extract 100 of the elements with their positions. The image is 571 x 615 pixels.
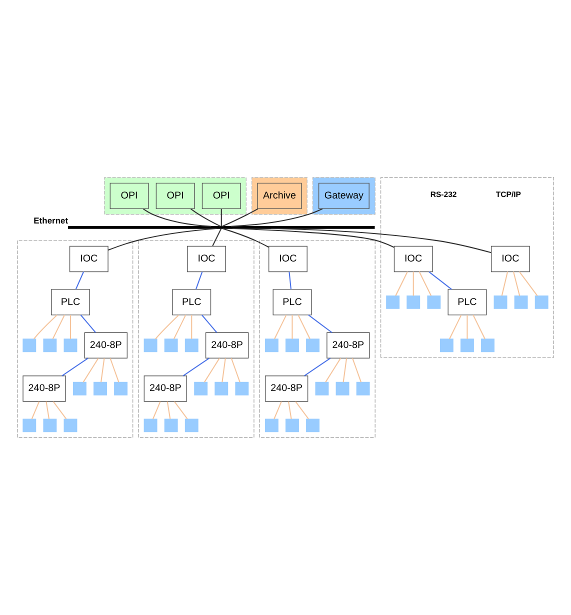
connector (174, 401, 188, 420)
node-box (72, 382, 86, 396)
node-box: PLC (272, 289, 312, 316)
connector (62, 358, 88, 376)
connector (82, 358, 99, 382)
node-box (264, 338, 278, 352)
node-box (114, 382, 128, 396)
node-box (184, 338, 198, 352)
node-box (22, 338, 36, 352)
node-box: OPI (202, 182, 241, 210)
connector (325, 358, 342, 382)
cluster (138, 240, 254, 438)
node-box (235, 382, 249, 396)
node-box (306, 338, 320, 352)
node-box (494, 295, 508, 309)
node-box: 240-8P (144, 376, 188, 402)
node-box: PLC (172, 289, 212, 316)
connector (182, 358, 210, 376)
node-box: IOC (69, 246, 108, 272)
node-box (286, 418, 299, 432)
cluster (259, 240, 376, 438)
connector (304, 358, 331, 376)
label: TCP/IP (496, 190, 521, 200)
node-box (286, 338, 299, 352)
connector (212, 228, 222, 246)
connector (31, 401, 40, 420)
connector (412, 272, 414, 296)
connector (152, 401, 161, 420)
node-box: PLC (51, 289, 90, 316)
connector (472, 314, 486, 340)
connector (52, 314, 66, 340)
connector (173, 314, 186, 340)
connector (222, 358, 226, 382)
node-bar (68, 226, 375, 229)
connector (155, 314, 180, 340)
node-box (184, 418, 198, 432)
node-box (43, 338, 57, 352)
connector (519, 271, 538, 296)
connector (222, 208, 258, 227)
node-box: Archive (257, 182, 302, 210)
connector (201, 314, 218, 333)
connector (342, 358, 348, 382)
node-box: 240-8P (84, 332, 128, 358)
cluster (104, 177, 247, 215)
node-box: OPI (110, 182, 149, 210)
connector (271, 228, 492, 254)
connector (308, 314, 332, 334)
node-box (427, 295, 441, 309)
node-box: 240-8P (326, 332, 370, 358)
connector (418, 272, 432, 296)
node-box (64, 338, 78, 352)
node-box (534, 295, 548, 309)
node-box (514, 295, 528, 309)
node-box (164, 418, 178, 432)
connector (108, 228, 217, 251)
connector (222, 228, 269, 248)
connector (298, 314, 310, 340)
connector (46, 401, 50, 420)
node-box (94, 382, 107, 396)
node-box (164, 338, 178, 352)
connector (512, 272, 520, 296)
node-box (336, 382, 350, 396)
connector (190, 208, 221, 227)
node-box (22, 418, 36, 432)
node-box: 240-8P (264, 376, 308, 402)
node-box (306, 418, 320, 432)
connector (295, 401, 309, 420)
connector (501, 272, 508, 296)
connector (230, 358, 240, 382)
node-box (214, 382, 228, 396)
connector (80, 314, 96, 333)
node-box: IOC (187, 246, 226, 272)
label: RS-232 (430, 190, 457, 200)
connector (204, 358, 220, 382)
cluster (17, 240, 134, 438)
node-box (386, 295, 400, 309)
connector (428, 271, 452, 290)
connector (231, 208, 323, 227)
node-box: Gateway (318, 182, 370, 210)
connector (395, 272, 408, 296)
node-box: 240-8P (22, 376, 66, 402)
node-box: IOC (394, 246, 433, 272)
node-box: 240-8P (205, 332, 249, 358)
node-box (315, 382, 329, 396)
connector (466, 315, 468, 339)
node-label: Ethernet (34, 215, 68, 226)
connector (70, 315, 72, 339)
connector (274, 314, 287, 340)
cluster (380, 177, 554, 358)
connector (34, 314, 58, 340)
node-box (144, 338, 158, 352)
node-box (460, 338, 474, 352)
node-box (43, 418, 57, 432)
node-box (264, 418, 278, 432)
node-box: IOC (268, 246, 308, 272)
node-box (406, 295, 420, 309)
cluster (252, 177, 308, 215)
connector (449, 314, 462, 340)
node-box (144, 418, 158, 432)
connector (292, 315, 293, 339)
